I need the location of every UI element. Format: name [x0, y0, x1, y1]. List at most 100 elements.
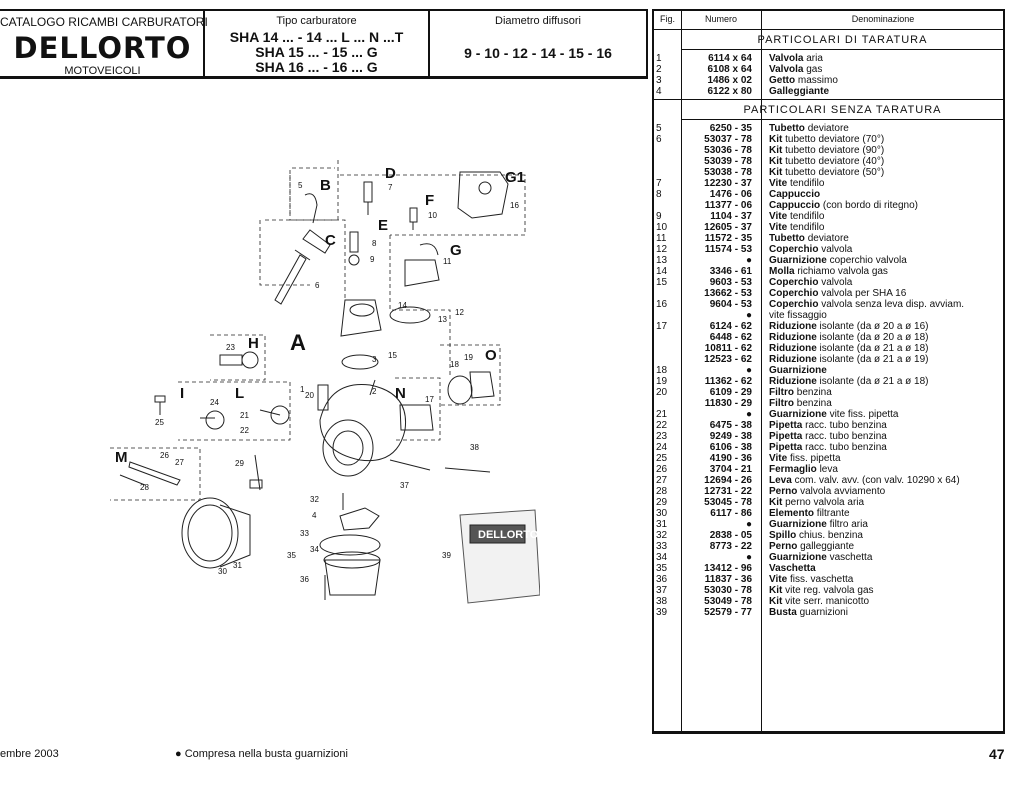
box-label-h: H	[248, 335, 259, 352]
box-label-g: G	[450, 242, 462, 259]
row-part-number: 1104 - 37	[710, 211, 752, 222]
row-fig: 8	[656, 189, 662, 200]
row-name-detail: tubetto deviatore (40°)	[782, 156, 885, 167]
group-frames	[110, 160, 526, 501]
row-name-bold: Kit	[769, 497, 783, 508]
row-part-number: 6475 - 38	[709, 420, 752, 431]
row-fig: 10	[656, 222, 668, 233]
callout-14: 14	[398, 301, 407, 310]
footer-note: ● Compresa nella busta guarnizioni	[175, 748, 348, 760]
callout-38: 38	[470, 443, 479, 452]
row-description: Vite fiss. vaschetta	[769, 574, 853, 585]
row-name-bold: Coperchio	[769, 299, 819, 310]
type-line: SHA 16 ... - 16 ... G	[255, 59, 378, 75]
row-description: Valvola gas	[769, 64, 822, 75]
col-header-number: Numero	[704, 14, 737, 24]
row-name-bold: Vite	[769, 211, 788, 222]
brand-cell: CATALOGO RICAMBI CARBURATORI DELLORTO MO…	[0, 11, 208, 77]
callout-10: 10	[428, 211, 437, 220]
box-label-m: M	[115, 449, 128, 466]
row-description: Kit tubetto deviatore (40°)	[769, 156, 884, 167]
catalog-header: CATALOGO RICAMBI CARBURATORI DELLORTO MO…	[0, 9, 648, 79]
box-label-n: N	[395, 385, 406, 402]
row-description: Guarnizione vaschetta	[769, 552, 872, 563]
row-part-number: 4190 - 36	[709, 453, 752, 464]
row-name-detail: isolante (da ø 21 a ø 18)	[816, 376, 929, 387]
row-fig: 35	[656, 563, 668, 574]
type-line: SHA 15 ... - 15 ... G	[255, 44, 378, 60]
row-description: Molla richiamo valvola gas	[769, 266, 888, 277]
row-name-bold: Filtro	[769, 398, 794, 409]
row-fig: 28	[656, 486, 668, 497]
row-name-bold: Vite	[769, 574, 788, 585]
row-part-number: 53036 - 78	[704, 145, 752, 156]
callout-21: 21	[240, 411, 249, 420]
bag-logo-text: DELLORTO	[478, 529, 539, 541]
row-name-bold: Vite	[769, 453, 788, 464]
row-name-detail: tubetto deviatore (50°)	[782, 167, 885, 178]
row-name-bold: Getto	[769, 75, 796, 86]
callout-29: 29	[235, 459, 244, 468]
row-name-detail: coperchio valvola	[826, 255, 907, 266]
row-description: Kit tubetto deviatore (50°)	[769, 167, 884, 178]
row-part-number: 53030 - 78	[704, 585, 752, 596]
row-name-detail: benzina	[794, 387, 832, 398]
row-fig: 13	[656, 255, 668, 266]
row-name-detail: valvola	[818, 277, 853, 288]
box-letters: B C D E F G1 G A H I L N O M	[115, 165, 525, 466]
row-name-detail: filtrante	[814, 508, 850, 519]
callout-24: 24	[210, 398, 219, 407]
row-description: Fermaglio leva	[769, 464, 838, 475]
row-description: Kit vite serr. manicotto	[769, 596, 869, 607]
callout-2: 2	[372, 387, 377, 396]
row-part-number: 9249 - 38	[709, 431, 752, 442]
row-description: Kit tubetto deviatore (70°)	[769, 134, 884, 145]
row-name-detail: richiamo valvola gas	[794, 266, 888, 277]
row-name-bold: Molla	[769, 266, 795, 277]
callout-8: 8	[372, 239, 377, 248]
row-fig: 6	[656, 134, 662, 145]
callout-1: 1	[300, 385, 305, 394]
row-part-number: 53037 - 78	[704, 134, 752, 145]
row-name-bold: Leva	[769, 475, 792, 486]
box-label-f: F	[425, 192, 434, 209]
col-divider	[681, 11, 682, 731]
row-fig: 9	[656, 211, 662, 222]
callout-28: 28	[140, 483, 149, 492]
row-name-bold: Kit	[769, 134, 783, 145]
row-description: Tubetto deviatore	[769, 123, 849, 134]
row-name-detail: valvola avviamento	[797, 486, 886, 497]
row-name-detail: vite fiss. pipetta	[826, 409, 899, 420]
row-part-number: ●	[745, 409, 752, 420]
row-part-number: 1476 - 06	[709, 189, 752, 200]
row-name-bold: Riduzione	[769, 343, 817, 354]
row-name-detail: racc. tubo benzina	[802, 442, 887, 453]
box-label-d: D	[385, 165, 396, 182]
row-fig: 20	[656, 387, 668, 398]
row-fig: 12	[656, 244, 668, 255]
row-name-detail: tendifilo	[787, 222, 825, 233]
carburetor-parts	[119, 171, 509, 600]
row-description: Filtro benzina	[769, 387, 832, 398]
row-fig: 30	[656, 508, 668, 519]
row-description: Getto massimo	[769, 75, 838, 86]
callout-11: 11	[443, 257, 452, 266]
row-description: Vite tendifilo	[769, 222, 824, 233]
col-header-fig: Fig.	[659, 14, 675, 24]
row-fig: 33	[656, 541, 668, 552]
row-fig: 16	[656, 299, 668, 310]
